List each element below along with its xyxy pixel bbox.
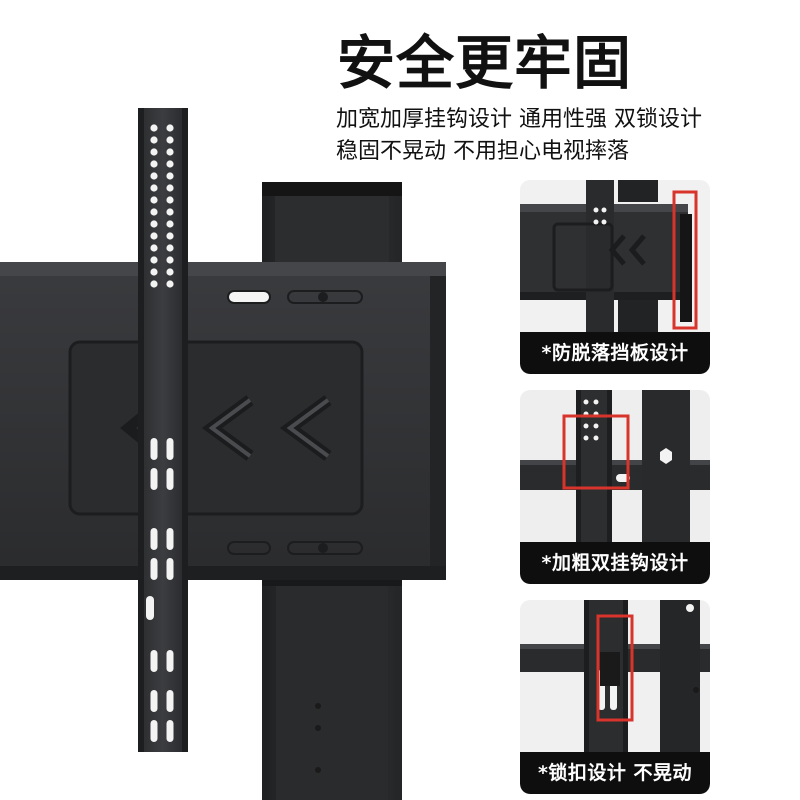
arm-hole [150, 148, 158, 156]
lock-buckle-detail-icon [520, 600, 710, 752]
feature-caption: *加粗双挂钩设计 [520, 542, 710, 584]
arm-hole [166, 196, 174, 204]
thick-double-hook-detail-icon [520, 390, 710, 542]
arm-hole [150, 184, 158, 192]
headline: 安全更牢固 [337, 29, 633, 97]
arm-hole [166, 160, 174, 168]
arm-hole [166, 268, 174, 276]
arm-hole [150, 244, 158, 252]
arm-hole [150, 172, 158, 180]
arm-hole [150, 280, 158, 288]
arm-hole [166, 244, 174, 252]
arm-hole [166, 220, 174, 228]
arm-hole [150, 136, 158, 144]
arm-slot [166, 468, 174, 490]
arm-hole [166, 232, 174, 240]
arm-hole [166, 184, 174, 192]
arm-slot [150, 690, 158, 712]
upper-column [262, 182, 402, 264]
mounting-plate [0, 262, 446, 580]
arm-hole [150, 268, 158, 276]
arm-hole [150, 220, 158, 228]
arm-slot [150, 558, 158, 580]
feature-card-anti-drop: *防脱落挡板设计 [520, 180, 710, 374]
feature-description-line-1: 加宽加厚挂钩设计 通用性强 双锁设计 [336, 107, 702, 132]
arm-hole [166, 208, 174, 216]
arm-slot [150, 720, 158, 742]
arm-hole [150, 160, 158, 168]
arm-slot [166, 438, 174, 460]
arm-hole [150, 256, 158, 264]
lower-column [262, 578, 402, 800]
arm-slot [150, 528, 158, 550]
arm-slot [166, 558, 174, 580]
feature-caption: *防脱落挡板设计 [520, 332, 710, 374]
feature-description-line-2: 稳固不晃动 不用担心电视摔落 [336, 139, 629, 164]
anti-drop-baffle-detail-icon [520, 180, 710, 332]
arm-hole [150, 208, 158, 216]
feature-description: 加宽加厚挂钩设计 通用性强 双锁设计 稳固不晃动 不用担心电视摔落 [336, 104, 786, 168]
feature-card-lock-buckle: *锁扣设计 不晃动 [520, 600, 710, 794]
arm-hole [150, 124, 158, 132]
arm-hole [150, 196, 158, 204]
arm-slot [150, 438, 158, 460]
arm-hole [150, 232, 158, 240]
arm-hole [166, 256, 174, 264]
arm-slot [166, 720, 174, 742]
arm-hole [166, 280, 174, 288]
vertical-bracket-arm [138, 108, 188, 752]
arm-hole [166, 148, 174, 156]
feature-caption: *锁扣设计 不晃动 [520, 752, 710, 794]
arm-slot [150, 468, 158, 490]
arm-slot [166, 528, 174, 550]
arm-hole [166, 172, 174, 180]
arm-slot [166, 650, 174, 672]
feature-card-double-hook: *加粗双挂钩设计 [520, 390, 710, 584]
arm-hole [166, 124, 174, 132]
arm-slot [166, 690, 174, 712]
arm-slot [150, 650, 158, 672]
arm-hole [166, 136, 174, 144]
